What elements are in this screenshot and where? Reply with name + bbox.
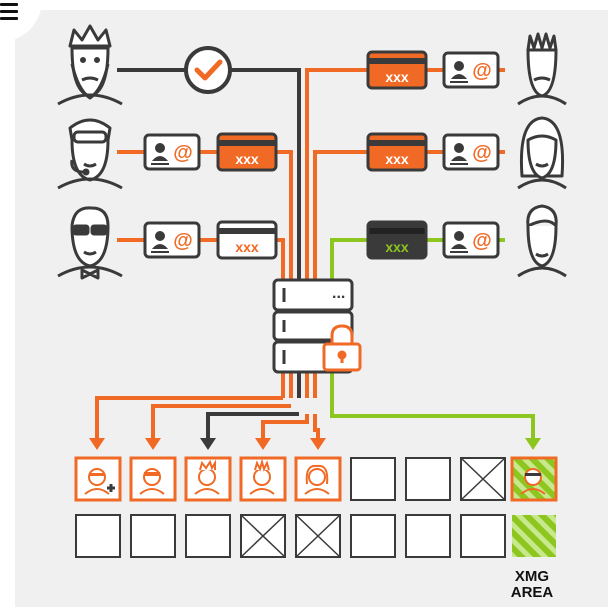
person-glasses [57, 206, 123, 280]
slot-row2-3-empty [185, 514, 231, 558]
slot-row1-5-woman [294, 456, 342, 502]
slot-row1-4-punk [239, 456, 287, 502]
slot-row2-9-xmg [512, 515, 556, 557]
xmg-label-line1: XMG [514, 568, 550, 585]
person-woman [517, 116, 567, 190]
person-king [57, 24, 123, 106]
card-text: xxx [385, 69, 409, 85]
slot-row1-6-empty [350, 457, 396, 501]
xmg-area-label: XMG AREA [500, 569, 564, 601]
credit-card-right-3: xxx [366, 220, 428, 260]
xmg-label-line2: AREA [510, 584, 554, 601]
card-text: xxx [235, 151, 259, 167]
slot-row2-6-empty [350, 514, 396, 558]
credit-card-right-2: xxx [366, 132, 428, 172]
at-symbol: @ [472, 230, 492, 252]
slot-row1-9-xmg [510, 456, 558, 502]
person-punk [517, 32, 567, 106]
at-symbol: @ [173, 230, 193, 252]
at-symbol: @ [173, 142, 193, 164]
cards-layer: @ xxx @ xxx xxx @ xxx @ xxx @ [143, 50, 500, 260]
person-man [517, 204, 567, 278]
credit-card-right-1: xxx [366, 50, 428, 90]
server-dots: ... [332, 285, 345, 302]
padlock-icon [322, 324, 362, 372]
contact-card-right-2: @ [442, 133, 500, 171]
contact-card-left-3: @ [143, 221, 201, 259]
slot-row2-1-empty [75, 514, 121, 558]
contact-card-right-3: @ [442, 221, 500, 259]
slots-layer [74, 456, 558, 558]
card-text: xxx [385, 151, 409, 167]
person-pilot [57, 118, 123, 190]
slot-row1-1-patient [74, 456, 122, 502]
arrow-heads [89, 438, 541, 450]
slot-row2-7-empty [405, 514, 451, 558]
at-symbol: @ [472, 60, 492, 82]
slot-row1-8-crossed [460, 457, 506, 501]
card-text: xxx [235, 239, 259, 255]
credit-card-left-2: xxx [216, 132, 278, 172]
slot-row1-7-empty [405, 457, 451, 501]
slot-row2-2-empty [130, 514, 176, 558]
at-symbol: @ [472, 142, 492, 164]
contact-card-left-2: @ [143, 133, 201, 171]
card-text: xxx [385, 239, 409, 255]
slot-row2-4-crossed [240, 514, 286, 558]
slot-row1-3-king [184, 456, 232, 502]
slot-row2-5-crossed [295, 514, 341, 558]
slot-row1-2-avatar [129, 456, 177, 502]
slot-row2-8-empty [460, 514, 506, 558]
check-circle-icon [184, 46, 232, 94]
credit-card-left-3: xxx [216, 220, 278, 260]
contact-card-right-1: @ [442, 51, 500, 89]
